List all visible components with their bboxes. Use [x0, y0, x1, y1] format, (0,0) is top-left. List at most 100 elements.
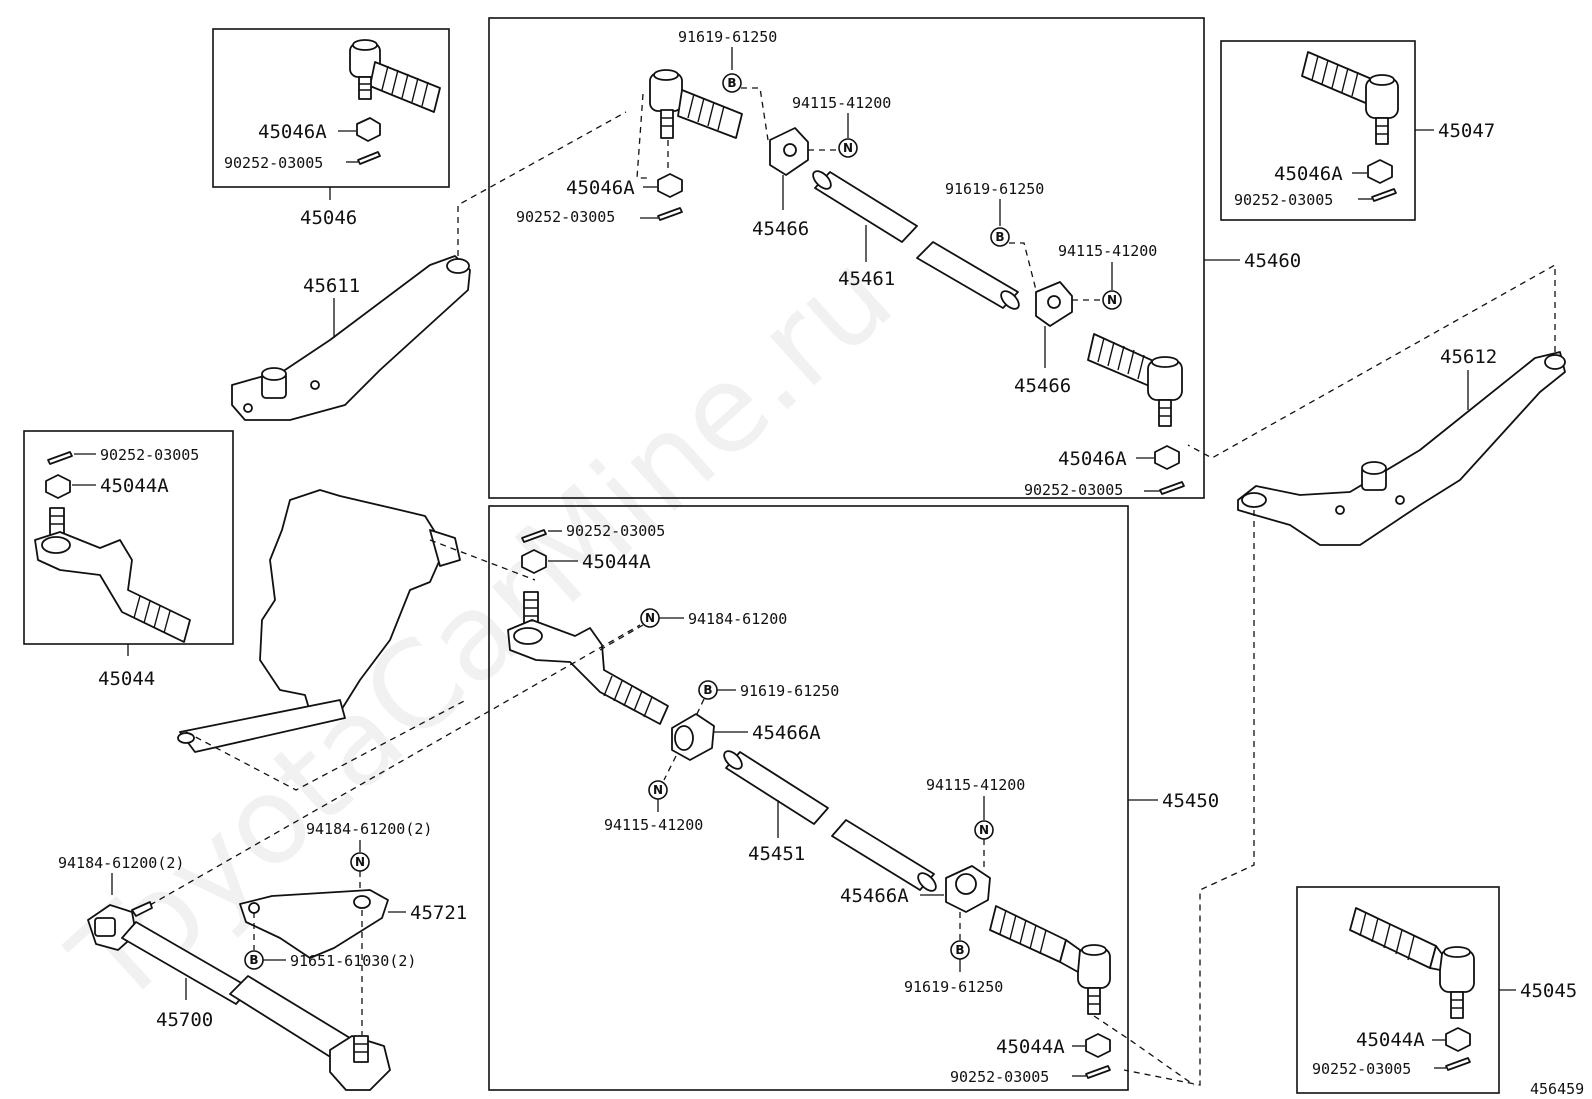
nut-symbol-f: N — [350, 852, 370, 872]
nut-symbol-c: N — [640, 608, 660, 628]
bolt-symbol-a: B — [722, 73, 742, 93]
nut-symbol-d: N — [648, 780, 668, 800]
steering-damper-45700 — [87, 901, 391, 1091]
label-45466A-a: 45466A — [752, 722, 821, 744]
label-91619-d: 91619-61250 — [904, 978, 1003, 996]
svg-text:B: B — [727, 76, 736, 90]
nut-symbol-b: N — [1102, 290, 1122, 310]
nut-45046A-main — [657, 173, 683, 198]
label-45046A-box1: 45046A — [258, 121, 327, 143]
svg-text:B: B — [703, 683, 712, 697]
cotter-pin-main — [657, 207, 683, 221]
bolt-symbol-b: B — [990, 227, 1010, 247]
label-45611: 45611 — [303, 275, 360, 297]
steering-gear-housing — [177, 489, 461, 753]
box-45046 — [212, 28, 450, 188]
nut-45046A-box3 — [1367, 159, 1393, 184]
label-45044A-box4: 45044A — [100, 475, 169, 497]
label-45045: 45045 — [1520, 980, 1577, 1002]
tie-rod-end-45044 — [34, 507, 191, 643]
svg-text:N: N — [653, 783, 663, 797]
nut-45044A-main2 — [521, 549, 547, 574]
label-91619-a: 91619-61250 — [678, 28, 777, 46]
svg-text:N: N — [979, 823, 989, 837]
label-94115-d: 94115-41200 — [926, 776, 1025, 794]
label-91619-c: 91619-61250 — [740, 682, 839, 700]
svg-text:B: B — [249, 953, 258, 967]
label-45450: 45450 — [1162, 790, 1219, 812]
arm-45611 — [231, 255, 471, 421]
cotter-pin-box4 — [47, 451, 73, 465]
svg-text:N: N — [843, 141, 853, 155]
label-90252-lower2: 90252-03005 — [950, 1068, 1049, 1086]
label-90252-box4: 90252-03005 — [100, 446, 199, 464]
label-94115-a: 94115-41200 — [792, 94, 891, 112]
label-90252-main2: 90252-03005 — [566, 522, 665, 540]
label-90252-box1: 90252-03005 — [224, 154, 323, 172]
label-45044A-main2: 45044A — [582, 551, 651, 573]
tie-rod-end-upper-left — [649, 69, 743, 139]
sleeve-45466A-a — [671, 713, 715, 761]
cotter-pin-box1 — [357, 151, 381, 165]
label-45047: 45047 — [1438, 120, 1495, 142]
label-45700: 45700 — [156, 1009, 213, 1031]
svg-text:B: B — [995, 230, 1004, 244]
bolt-symbol-e: B — [244, 950, 264, 970]
nut-45044A-lower2 — [1085, 1033, 1111, 1058]
arm-45612 — [1237, 351, 1566, 546]
svg-text:B: B — [955, 943, 964, 957]
label-45046A-lower: 45046A — [1058, 448, 1127, 470]
nut-symbol-e: N — [974, 820, 994, 840]
label-94184-b2: 94184-61200(2) — [306, 820, 432, 838]
tie-rod-end-45046 — [349, 39, 441, 113]
label-45461: 45461 — [838, 268, 895, 290]
label-45044A-box5: 45044A — [1356, 1029, 1425, 1051]
label-90252-main: 90252-03005 — [516, 208, 615, 226]
label-90252-lower: 90252-03005 — [1024, 481, 1123, 499]
label-45046A-main: 45046A — [566, 177, 635, 199]
label-94184-a: 94184-61200 — [688, 610, 787, 628]
nut-45046A-box1 — [356, 117, 381, 142]
label-45046A-box3: 45046A — [1274, 163, 1343, 185]
box-45460 — [488, 17, 1205, 499]
label-45466-a: 45466 — [752, 218, 809, 240]
cotter-pin-box5 — [1445, 1057, 1471, 1071]
label-91619-b: 91619-61250 — [945, 180, 1044, 198]
label-94115-b: 94115-41200 — [1058, 242, 1157, 260]
tie-rod-end-45047 — [1301, 51, 1399, 145]
label-94184-c2: 94184-61200(2) — [58, 854, 184, 872]
tie-rod-end-lower-right — [989, 905, 1111, 1015]
clamp-45466-a — [769, 127, 809, 176]
tie-rod-end-upper-right — [1087, 333, 1183, 427]
label-45044A-lower2: 45044A — [996, 1036, 1065, 1058]
nut-symbol-a: N — [838, 138, 858, 158]
bracket-45721 — [239, 889, 389, 959]
label-45466-b: 45466 — [1014, 375, 1071, 397]
cotter-pin-box3 — [1371, 188, 1397, 202]
svg-text:N: N — [355, 855, 365, 869]
cotter-pin-lower2 — [1085, 1065, 1111, 1079]
label-45046: 45046 — [300, 207, 357, 229]
label-45460: 45460 — [1244, 250, 1301, 272]
label-45451: 45451 — [748, 843, 805, 865]
label-45721: 45721 — [410, 902, 467, 924]
bolt-symbol-d: B — [950, 940, 970, 960]
svg-text:N: N — [1107, 293, 1117, 307]
cotter-pin-main2 — [521, 529, 547, 543]
tie-rod-end-45045 — [1349, 907, 1475, 1019]
label-90252-box3: 90252-03005 — [1234, 191, 1333, 209]
box-45450 — [488, 505, 1129, 1091]
cotter-pin-lower — [1159, 481, 1185, 495]
label-91651: 91651-61030(2) — [290, 952, 416, 970]
label-94115-c: 94115-41200 — [604, 816, 703, 834]
tube-45451 — [723, 750, 937, 892]
label-45466A-b: 45466A — [840, 885, 909, 907]
diagram-id: 456459 — [1530, 1080, 1584, 1098]
label-90252-box5: 90252-03005 — [1312, 1060, 1411, 1078]
nut-45044A-box5 — [1445, 1027, 1471, 1052]
nut-45046A-lower — [1154, 445, 1180, 470]
nut-45044A-box4 — [45, 474, 71, 499]
svg-text:N: N — [645, 611, 655, 625]
clamp-45466-b — [1035, 281, 1073, 327]
